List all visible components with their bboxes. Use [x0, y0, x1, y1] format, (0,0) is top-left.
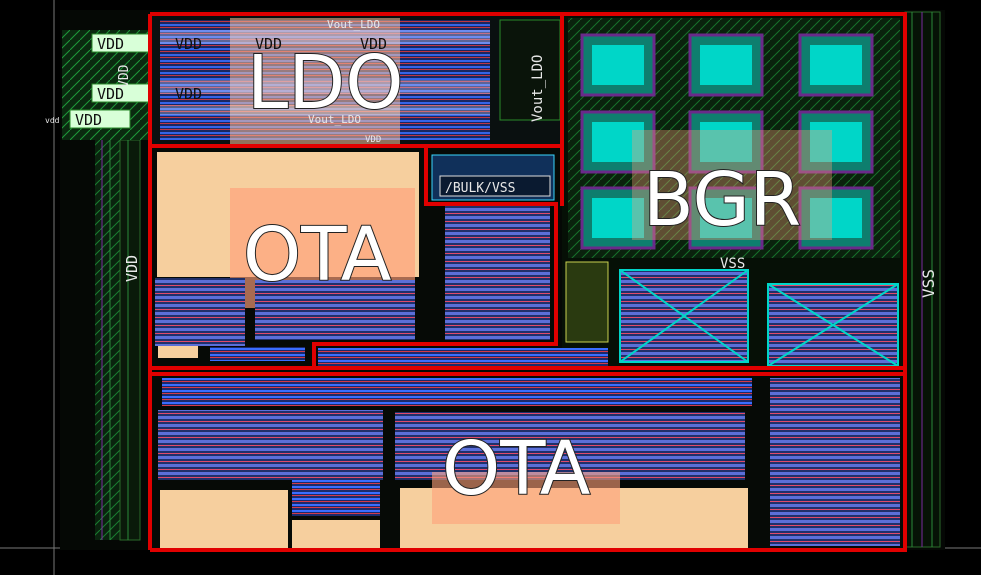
bgr-block-label: BGR — [643, 157, 801, 243]
ldo-vdd-label-4: VDD — [175, 85, 202, 103]
vout-ldo-top-label: Vout_LDO — [327, 18, 380, 31]
ldo-block — [150, 14, 562, 144]
ldo-vdd-label-3: VDD — [360, 35, 387, 53]
ldo-block-label: LDO — [247, 40, 403, 126]
left-power-rails — [95, 139, 141, 541]
vdd-vertical-label: VDD — [117, 64, 132, 88]
bulk-vss-label: /BULK/VSS — [445, 181, 515, 196]
bgr-vss-label: VSS — [720, 256, 745, 272]
vout-ldo-vertical-label: Vout_LDO — [530, 55, 546, 122]
vdd-pin-label-3: VDD — [75, 111, 102, 129]
ota-top-right-boundary — [312, 148, 558, 368]
ldo-vdd-label-2: VDD — [255, 35, 282, 53]
vdd-small-label: vdd — [45, 116, 60, 125]
ldo-vpp-label: VDD — [365, 135, 381, 145]
bgr-transistor-array — [580, 33, 874, 250]
vout-ldo-lower-label: Vout_LDO — [308, 113, 361, 126]
ota-bottom-block — [150, 374, 905, 550]
vdd-pin-label: VDD — [97, 35, 124, 53]
ldo-vdd-label: VDD — [175, 35, 202, 53]
ota-top-block — [150, 148, 560, 366]
ota-bottom-boundary — [150, 372, 907, 552]
vdd-rail-label: VDD — [123, 255, 141, 282]
block-boundaries — [148, 12, 907, 552]
ota-bottom-block-label: OTA — [442, 426, 591, 512]
vdd-pin-label-2: VDD — [97, 85, 124, 103]
outer-boundary-top — [150, 12, 907, 372]
vss-rail-label: VSS — [919, 269, 938, 298]
bgr-block — [318, 14, 905, 369]
ota-top-block-label: OTA — [243, 212, 392, 298]
vdd-pin-cluster — [62, 30, 152, 140]
